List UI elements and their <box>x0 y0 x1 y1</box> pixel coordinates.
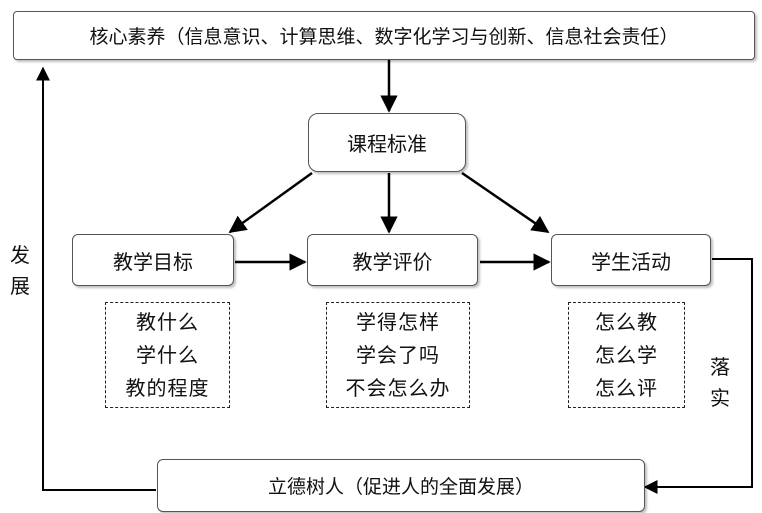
develop-label: 发 展 <box>10 240 30 302</box>
moral-education-box: 立德树人（促进人的全面发展） <box>157 459 645 512</box>
implement-char: 实 <box>710 386 730 410</box>
activity-items-box: 怎么教 怎么学 怎么评 <box>568 302 685 408</box>
activity-item: 怎么学 <box>595 342 658 367</box>
teaching-goal-box: 教学目标 <box>72 234 234 286</box>
arrow-standard-to-activity <box>461 171 550 234</box>
teaching-evaluation-box: 教学评价 <box>307 234 478 286</box>
goal-item: 教的程度 <box>125 375 210 400</box>
eval-items-box: 学得怎样 学会了吗 不会怎么办 <box>326 302 470 408</box>
teaching-goal-text: 教学目标 <box>113 249 193 274</box>
goal-items-box: 教什么 学什么 教的程度 <box>105 302 230 408</box>
moral-education-text: 立德树人（促进人的全面发展） <box>267 476 534 498</box>
develop-char: 展 <box>10 274 30 298</box>
eval-item: 学得怎样 <box>356 309 440 334</box>
activity-item: 怎么评 <box>595 375 658 400</box>
teaching-evaluation-text: 教学评价 <box>352 249 433 274</box>
curriculum-standard-text: 课程标准 <box>347 132 427 156</box>
implement-char: 落 <box>710 355 730 379</box>
core-literacy-box: 核心素养（信息意识、计算思维、数字化学习与创新、信息社会责任） <box>13 11 755 60</box>
goal-item: 学什么 <box>136 342 199 367</box>
develop-char: 发 <box>10 243 30 267</box>
core-literacy-text: 核心素养（信息意识、计算思维、数字化学习与创新、信息社会责任） <box>89 26 679 48</box>
student-activity-box: 学生活动 <box>551 234 711 286</box>
goal-item: 教什么 <box>136 309 199 334</box>
eval-item: 不会怎么办 <box>345 375 451 400</box>
activity-item: 怎么教 <box>595 309 658 334</box>
arrow-bottom-to-top <box>36 66 156 491</box>
arrow-activity-to-bottom <box>643 258 753 494</box>
arrow-standard-to-goal <box>228 171 313 234</box>
curriculum-standard-box: 课程标准 <box>308 113 466 172</box>
eval-item: 学会了吗 <box>356 342 440 367</box>
student-activity-text: 学生活动 <box>591 249 671 274</box>
implement-label: 落 实 <box>710 352 730 414</box>
